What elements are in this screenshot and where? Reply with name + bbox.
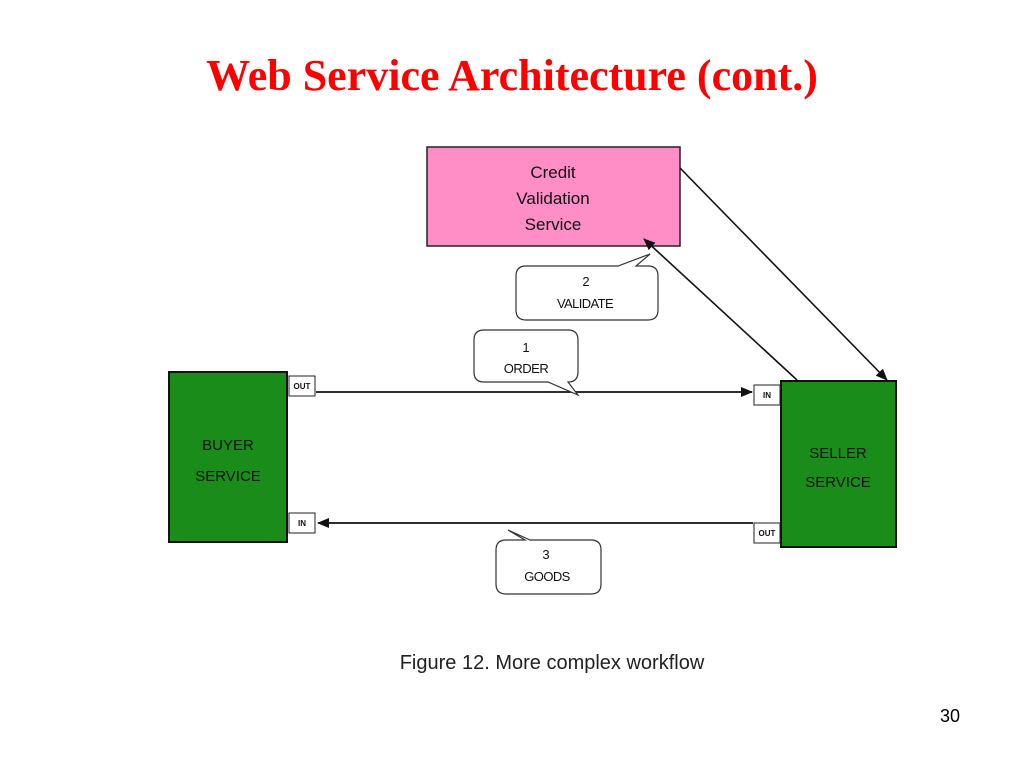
buyer-service-box — [168, 371, 288, 543]
seller-in-port: IN — [753, 384, 781, 406]
goods-callout: 3 GOODS — [495, 529, 602, 595]
credit-label-line-1: Credit — [530, 163, 576, 182]
credit-label-line-3: Service — [525, 215, 582, 234]
figure-caption: Figure 12. More complex workflow — [399, 652, 705, 674]
validate-callout-number: 2 — [582, 274, 589, 289]
buyer-out-port: OUT — [288, 375, 316, 397]
goods-callout-number: 3 — [542, 547, 549, 562]
seller-service-box — [780, 380, 897, 548]
validate-callout-label: VALIDATE — [557, 296, 614, 311]
buyer-in-port: IN — [288, 512, 316, 534]
validate-response-arrow — [643, 238, 798, 381]
validate-callout: 2 VALIDATE — [515, 253, 659, 321]
goods-callout-label: GOODS — [524, 569, 570, 584]
credit-label-line-2: Validation — [516, 189, 589, 208]
slide-title: Web Service Architecture (cont.) — [206, 51, 818, 100]
buyer-label-line-1: BUYER — [202, 437, 254, 454]
validate-request-arrow — [679, 167, 888, 381]
seller-label-line-2: SERVICE — [805, 474, 871, 491]
credit-validation-node: Credit Validation Service — [426, 146, 681, 247]
seller-in-port-label: IN — [763, 391, 771, 400]
credit-validation-box — [426, 146, 681, 247]
seller-label-line-1: SELLER — [809, 445, 867, 462]
seller-out-port: OUT — [753, 522, 781, 544]
buyer-label-line-2: SERVICE — [195, 468, 261, 485]
buyer-out-port-label: OUT — [294, 382, 311, 391]
order-callout-label: ORDER — [504, 361, 549, 376]
buyer-service-node: BUYER SERVICE — [168, 371, 288, 543]
seller-service-node: SELLER SERVICE — [780, 380, 897, 548]
order-callout: 1 ORDER — [473, 329, 580, 397]
seller-out-port-label: OUT — [759, 529, 776, 538]
page-number: 30 — [939, 706, 960, 726]
buyer-in-port-label: IN — [298, 519, 306, 528]
order-callout-number: 1 — [522, 340, 529, 355]
